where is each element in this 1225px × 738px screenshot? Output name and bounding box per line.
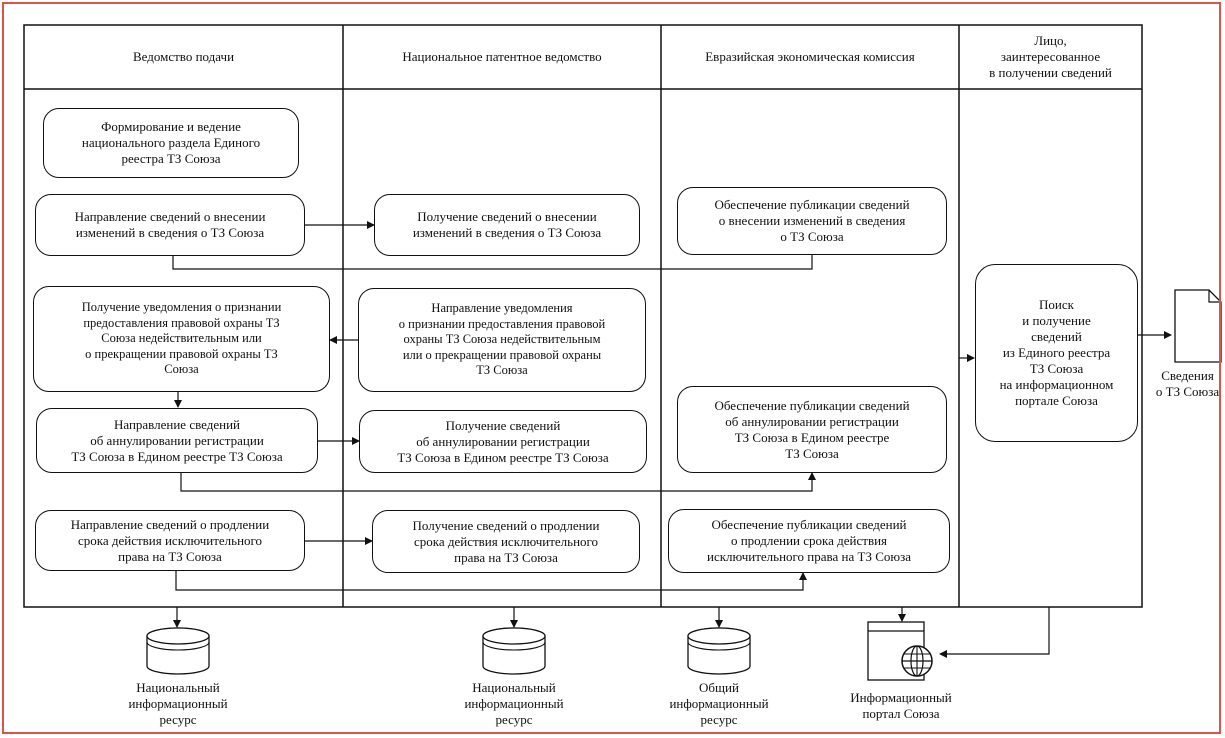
process-box-receive-changes: Получение сведений о внесении изменений … (374, 194, 640, 256)
arrow-b7-b9 (180, 472, 816, 492)
process-box-receive-extension: Получение сведений о продлении срока дей… (372, 510, 640, 573)
process-box-send-invalidation-notice: Направление уведомления о признании пред… (358, 288, 646, 392)
arrow-b2-b4 (172, 247, 816, 270)
resource-label-common: Общий информационный ресурс (669, 680, 769, 727)
resource-label-national-2: Национальный информационный ресурс (464, 680, 564, 727)
process-box-receive-invalidation-notice: Получение уведомления о признании предос… (33, 286, 330, 392)
output-document-label: Сведения о ТЗ Союза (1155, 368, 1220, 399)
lane-header-national-office: Национальное патентное ведомство (402, 49, 602, 64)
database-icon (482, 627, 546, 675)
resource-label-portal: Информационный портал Союза (850, 690, 952, 721)
process-box-publish-changes: Обеспечение публикации сведений о внесен… (677, 187, 947, 255)
process-box-search-register: Поиск и получение сведений из Единого ре… (975, 264, 1138, 442)
process-box-send-annulment: Направление сведений об аннулировании ре… (36, 408, 318, 473)
document-icon (1174, 289, 1222, 363)
resource-label-national-1: Национальный информационный ресурс (128, 680, 228, 727)
database-icon (687, 627, 751, 675)
process-box-publish-annulment: Обеспечение публикации сведений об аннул… (677, 386, 947, 473)
process-box-register-maintenance: Формирование и ведение национального раз… (43, 108, 299, 178)
arrow-b10-b12 (175, 571, 807, 591)
arrow-person-to-portal (939, 607, 1050, 658)
process-box-send-extension: Направление сведений о продлении срока д… (35, 510, 305, 571)
process-box-receive-annulment: Получение сведений об аннулировании реги… (359, 410, 647, 473)
lane-header-interested-person: Лицо, заинтересованное в получении сведе… (989, 33, 1112, 80)
globe-icon (901, 645, 933, 677)
lane-header-filing-office: Ведомство подачи (132, 49, 235, 64)
database-icon (146, 627, 210, 675)
swimlane-table-border (23, 24, 1143, 608)
process-box-send-changes: Направление сведений о внесении изменени… (35, 194, 305, 256)
process-box-publish-extension: Обеспечение публикации сведений о продле… (668, 509, 950, 573)
lane-header-commission: Евразийская экономическая комиссия (705, 49, 915, 64)
